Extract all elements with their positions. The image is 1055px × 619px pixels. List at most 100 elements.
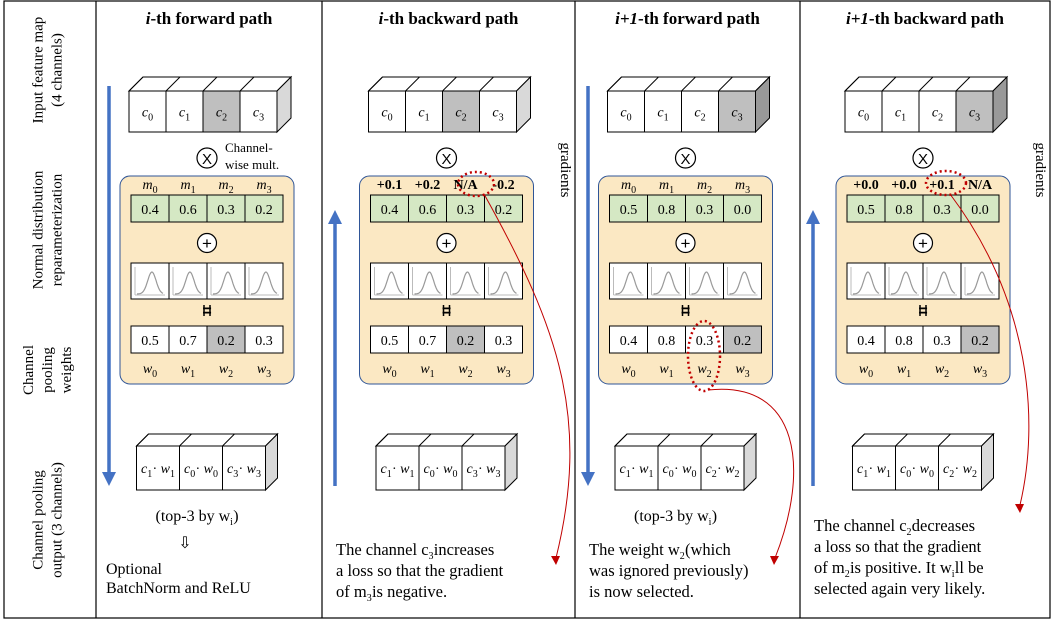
- input-feature-map-edge: [918, 76, 934, 92]
- weight-cell: [244, 325, 284, 354]
- output-feature-map-label: c0 · w0: [184, 462, 218, 480]
- gaussian-noise-cell-frame: [370, 262, 409, 300]
- output-feature-map-label-var: c: [900, 462, 907, 477]
- multiply-icon: [435, 147, 458, 169]
- input-feature-map-label-var: c: [969, 106, 976, 121]
- explanation-line: The weight w2 (which: [589, 540, 732, 562]
- column-title-index: i: [146, 9, 151, 28]
- output-feature-map-cell: [179, 445, 223, 491]
- gaussian-noise-cell-frame: [685, 262, 724, 300]
- multiply-symbol: X: [918, 151, 928, 168]
- input-feature-map-cell: [681, 90, 719, 133]
- gaussian-noise-cell-frame: [206, 262, 246, 300]
- weight-value: 0.5: [141, 334, 159, 349]
- input-feature-map-cell: [479, 90, 517, 133]
- input-feature-map: c0 c1 c2 c3: [843, 75, 1009, 134]
- gaussian-noise-cell-frame: [960, 262, 1000, 300]
- gradient-value: N/A: [968, 178, 993, 193]
- output-feature-map-label: c1 · w1: [141, 462, 175, 480]
- explanation-line-text: (which: [685, 540, 732, 559]
- backward-arrow: [806, 210, 820, 486]
- weight-label-sub: 0: [868, 369, 873, 380]
- gaussian-noise-cell-frame: [168, 262, 208, 300]
- weight-label: w1: [659, 362, 673, 380]
- gaussian-noise-cell-curve: [212, 271, 240, 295]
- input-feature-map-label-sub: 2: [701, 113, 706, 124]
- weight-label-var: w: [420, 362, 430, 377]
- output-feature-map-label-var: w: [682, 462, 692, 477]
- input-feature-map: c0 c1 c2 c3: [606, 75, 771, 134]
- input-feature-map-cell: [239, 90, 278, 133]
- row-label-line: pooling: [40, 347, 56, 393]
- input-feature-map-edge: [681, 76, 696, 92]
- gaussian-noise-cell: [609, 262, 648, 300]
- gaussian-noise-cell: [884, 262, 924, 300]
- weight-label: w3: [735, 362, 749, 380]
- input-feature-map-edge: [881, 76, 897, 92]
- output-feature-map-cell: [938, 445, 982, 491]
- callout-curve: [707, 388, 795, 559]
- plus-symbol: +: [681, 234, 691, 253]
- mean-label: m3: [256, 178, 271, 196]
- output-feature-map-label-var: c: [184, 462, 191, 477]
- mean-value: 0.6: [179, 203, 197, 218]
- weight-label: w1: [181, 362, 195, 380]
- weight-label-var: w: [257, 362, 267, 377]
- output-feature-map-cell: [375, 445, 420, 491]
- explanation-line: a loss so that the gradient: [814, 537, 982, 556]
- output-feature-map-label-sub: 3: [256, 469, 261, 480]
- weight-label-sub: 2: [707, 369, 712, 380]
- weight-label: w0: [382, 362, 396, 380]
- output-feature-map-label-text: ·: [717, 462, 725, 477]
- weight-label-var: w: [935, 362, 945, 377]
- explanation-line-var: c: [421, 540, 428, 559]
- input-feature-map-label: c3: [731, 106, 742, 124]
- explanation-line: of m2 is positive. It wi ll be: [814, 558, 984, 580]
- weight-label-var: w: [219, 362, 229, 377]
- explanation-line-var: m: [354, 582, 367, 601]
- output-feature-map-cell: [136, 445, 180, 491]
- output-feature-map-label-var: w: [920, 462, 930, 477]
- plus-symbol: +: [202, 234, 212, 253]
- row-label-line: Channel: [21, 345, 37, 395]
- input-feature-map: c0 c1 c2 c3: [127, 75, 293, 134]
- gaussian-noise-cell-frame: [446, 262, 485, 300]
- weight-cell: [723, 325, 762, 354]
- output-feature-map-edge: [461, 433, 475, 447]
- multiply-symbol: X: [680, 151, 690, 168]
- gradient-value: +0.0: [853, 178, 878, 193]
- plus-symbol: +: [918, 234, 928, 253]
- explanation-line-text: a loss so that the gradient: [336, 561, 504, 580]
- process-arrow: ⇩: [178, 535, 191, 552]
- input-feature-map-edge: [368, 76, 383, 92]
- output-feature-map-label-text: ·: [911, 462, 919, 477]
- equals-symbol: =: [442, 303, 451, 320]
- input-feature-map-label-var: c: [620, 106, 627, 121]
- gaussian-noise-cell-curve: [729, 271, 756, 295]
- weight-label-var: w: [897, 362, 907, 377]
- output-feature-map: c1 · w1 c0 · w0 c2 · w2: [851, 432, 995, 492]
- output-feature-map-cell: [461, 445, 506, 491]
- explanation-line-var: w: [668, 540, 680, 559]
- input-feature-map-label: c2: [216, 106, 227, 124]
- callout-curve: [483, 193, 571, 559]
- output-feature-map-label-var: w: [725, 462, 735, 477]
- output-feature-map-label-var: w: [963, 462, 973, 477]
- mean-label: m3: [735, 178, 750, 196]
- output-feature-map-edge: [375, 433, 389, 447]
- column-title-text: -th backward path: [869, 9, 1005, 28]
- weight-label: w0: [859, 362, 873, 380]
- output-feature-map-edge: [136, 433, 149, 447]
- gaussian-noise-cell: [685, 262, 724, 300]
- output-feature-map-label-var: w: [161, 462, 171, 477]
- output-feature-map-cell: [222, 445, 266, 491]
- input-feature-map-cell: [368, 90, 406, 133]
- input-feature-map-label-sub: 3: [738, 113, 743, 124]
- weight-value: 0.5: [381, 334, 399, 349]
- output-feature-map-edge: [895, 433, 908, 447]
- output-feature-map-label-var: w: [204, 462, 214, 477]
- input-feature-map-label-sub: 3: [975, 113, 980, 124]
